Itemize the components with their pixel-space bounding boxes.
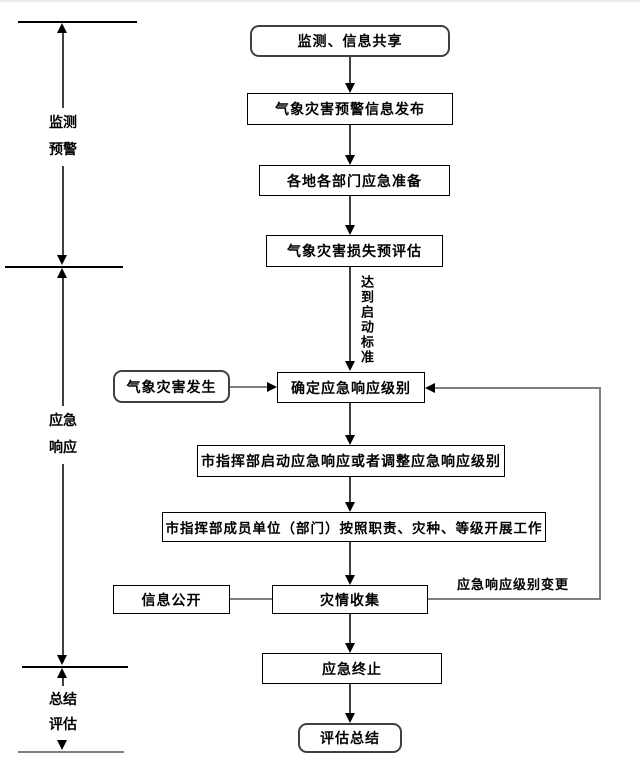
arrowhead-up-icon [57,668,67,678]
phase-divider-lower [22,666,128,668]
node-loss-preassessment: 气象灾害损失预评估 [266,235,443,267]
flow-connector [349,542,351,575]
node-department-preparation: 各地各部门应急准备 [259,165,450,196]
node-determine-response-level: 确定应急响应级别 [277,372,425,403]
edge-label-level-change: 应急响应级别变更 [457,574,570,593]
flow-connector [230,386,268,388]
feedback-connector-bottom [428,598,601,600]
node-monitor-info-share: 监测、信息共享 [250,25,450,57]
node-launch-or-adjust-response: 市指挥部启动应急响应或者调整应急响应级别 [197,445,505,477]
feedback-connector-vertical [599,387,601,600]
node-label: 应急终止 [322,661,382,678]
node-label: 市指挥部启动应急响应或者调整应急响应级别 [201,454,501,470]
node-evaluation-summary: 评估总结 [298,723,402,753]
arrowhead-down-icon [345,713,355,723]
arrowhead-up-icon [57,23,67,33]
arrowhead-down-icon [345,83,355,93]
arrowhead-down-icon [345,155,355,165]
node-disaster-info-collection: 灾情收集 [272,585,428,614]
flow-connector [349,57,351,84]
node-emergency-termination: 应急终止 [262,653,442,684]
arrowhead-down-icon [345,643,355,653]
phase-label-line: 预警 [49,142,77,158]
flow-connector [349,125,351,155]
arrowhead-down-icon [345,225,355,235]
node-label: 气象灾害发生 [126,379,217,396]
phase-label-line: 总结 [49,692,77,708]
feedback-connector-top [435,387,601,389]
phase-divider-top [18,21,137,23]
phase-label-line: 应急 [49,413,77,429]
arrowhead-down-icon [57,255,67,265]
page-edge-line [0,0,640,2]
node-warning-info-release: 气象灾害预警信息发布 [247,93,453,125]
arrowhead-down-icon [345,502,355,512]
arrowhead-down-icon [57,740,67,750]
node-label: 灾情收集 [320,592,380,609]
arrowhead-left-icon [425,383,435,393]
flow-connector [349,267,351,361]
phase-label-line: 响应 [49,440,77,456]
flow-connector [349,403,351,435]
node-members-carry-out-work: 市指挥部成员单位（部门）按照职责、灾种、等级开展工作 [162,512,546,542]
phase-label-summary-evaluation: 总结 评估 [36,686,90,740]
node-label: 气象灾害损失预评估 [287,244,422,260]
arrowhead-right-icon [267,382,277,392]
phase-label-line: 监测 [49,115,77,131]
node-label: 各地各部门应急准备 [287,173,422,190]
arrowhead-down-icon [345,361,355,371]
flow-connector [349,684,351,713]
arrowhead-down-icon [345,575,355,585]
node-label: 确定应急响应级别 [291,380,411,397]
phase-divider-bottom [18,751,124,753]
node-label: 评估总结 [320,731,380,747]
phase-label-monitoring-warning: 监测 预警 [36,108,90,166]
phase-divider-mid [5,266,123,268]
arrowhead-down-icon [57,655,67,665]
phase-label-emergency-response: 应急 响应 [36,406,90,464]
node-label: 信息公开 [141,592,202,609]
edge-label-reach-standard: 达到启动标准 [356,275,375,365]
node-label: 气象灾害预警信息发布 [275,102,425,118]
node-label: 市指挥部成员单位（部门）按照职责、灾种、等级开展工作 [165,521,543,537]
node-information-disclosure: 信息公开 [113,585,230,614]
node-disaster-occurs: 气象灾害发生 [113,370,230,403]
arrowhead-down-icon [345,435,355,445]
node-label: 监测、信息共享 [297,34,403,50]
flow-connector [349,477,351,502]
phase-label-line: 评估 [49,717,77,733]
flow-connector [230,598,272,600]
flow-connector [349,196,351,225]
phase2-axis-line [62,274,64,662]
flow-connector [349,614,351,643]
arrowhead-up-icon [57,268,67,278]
